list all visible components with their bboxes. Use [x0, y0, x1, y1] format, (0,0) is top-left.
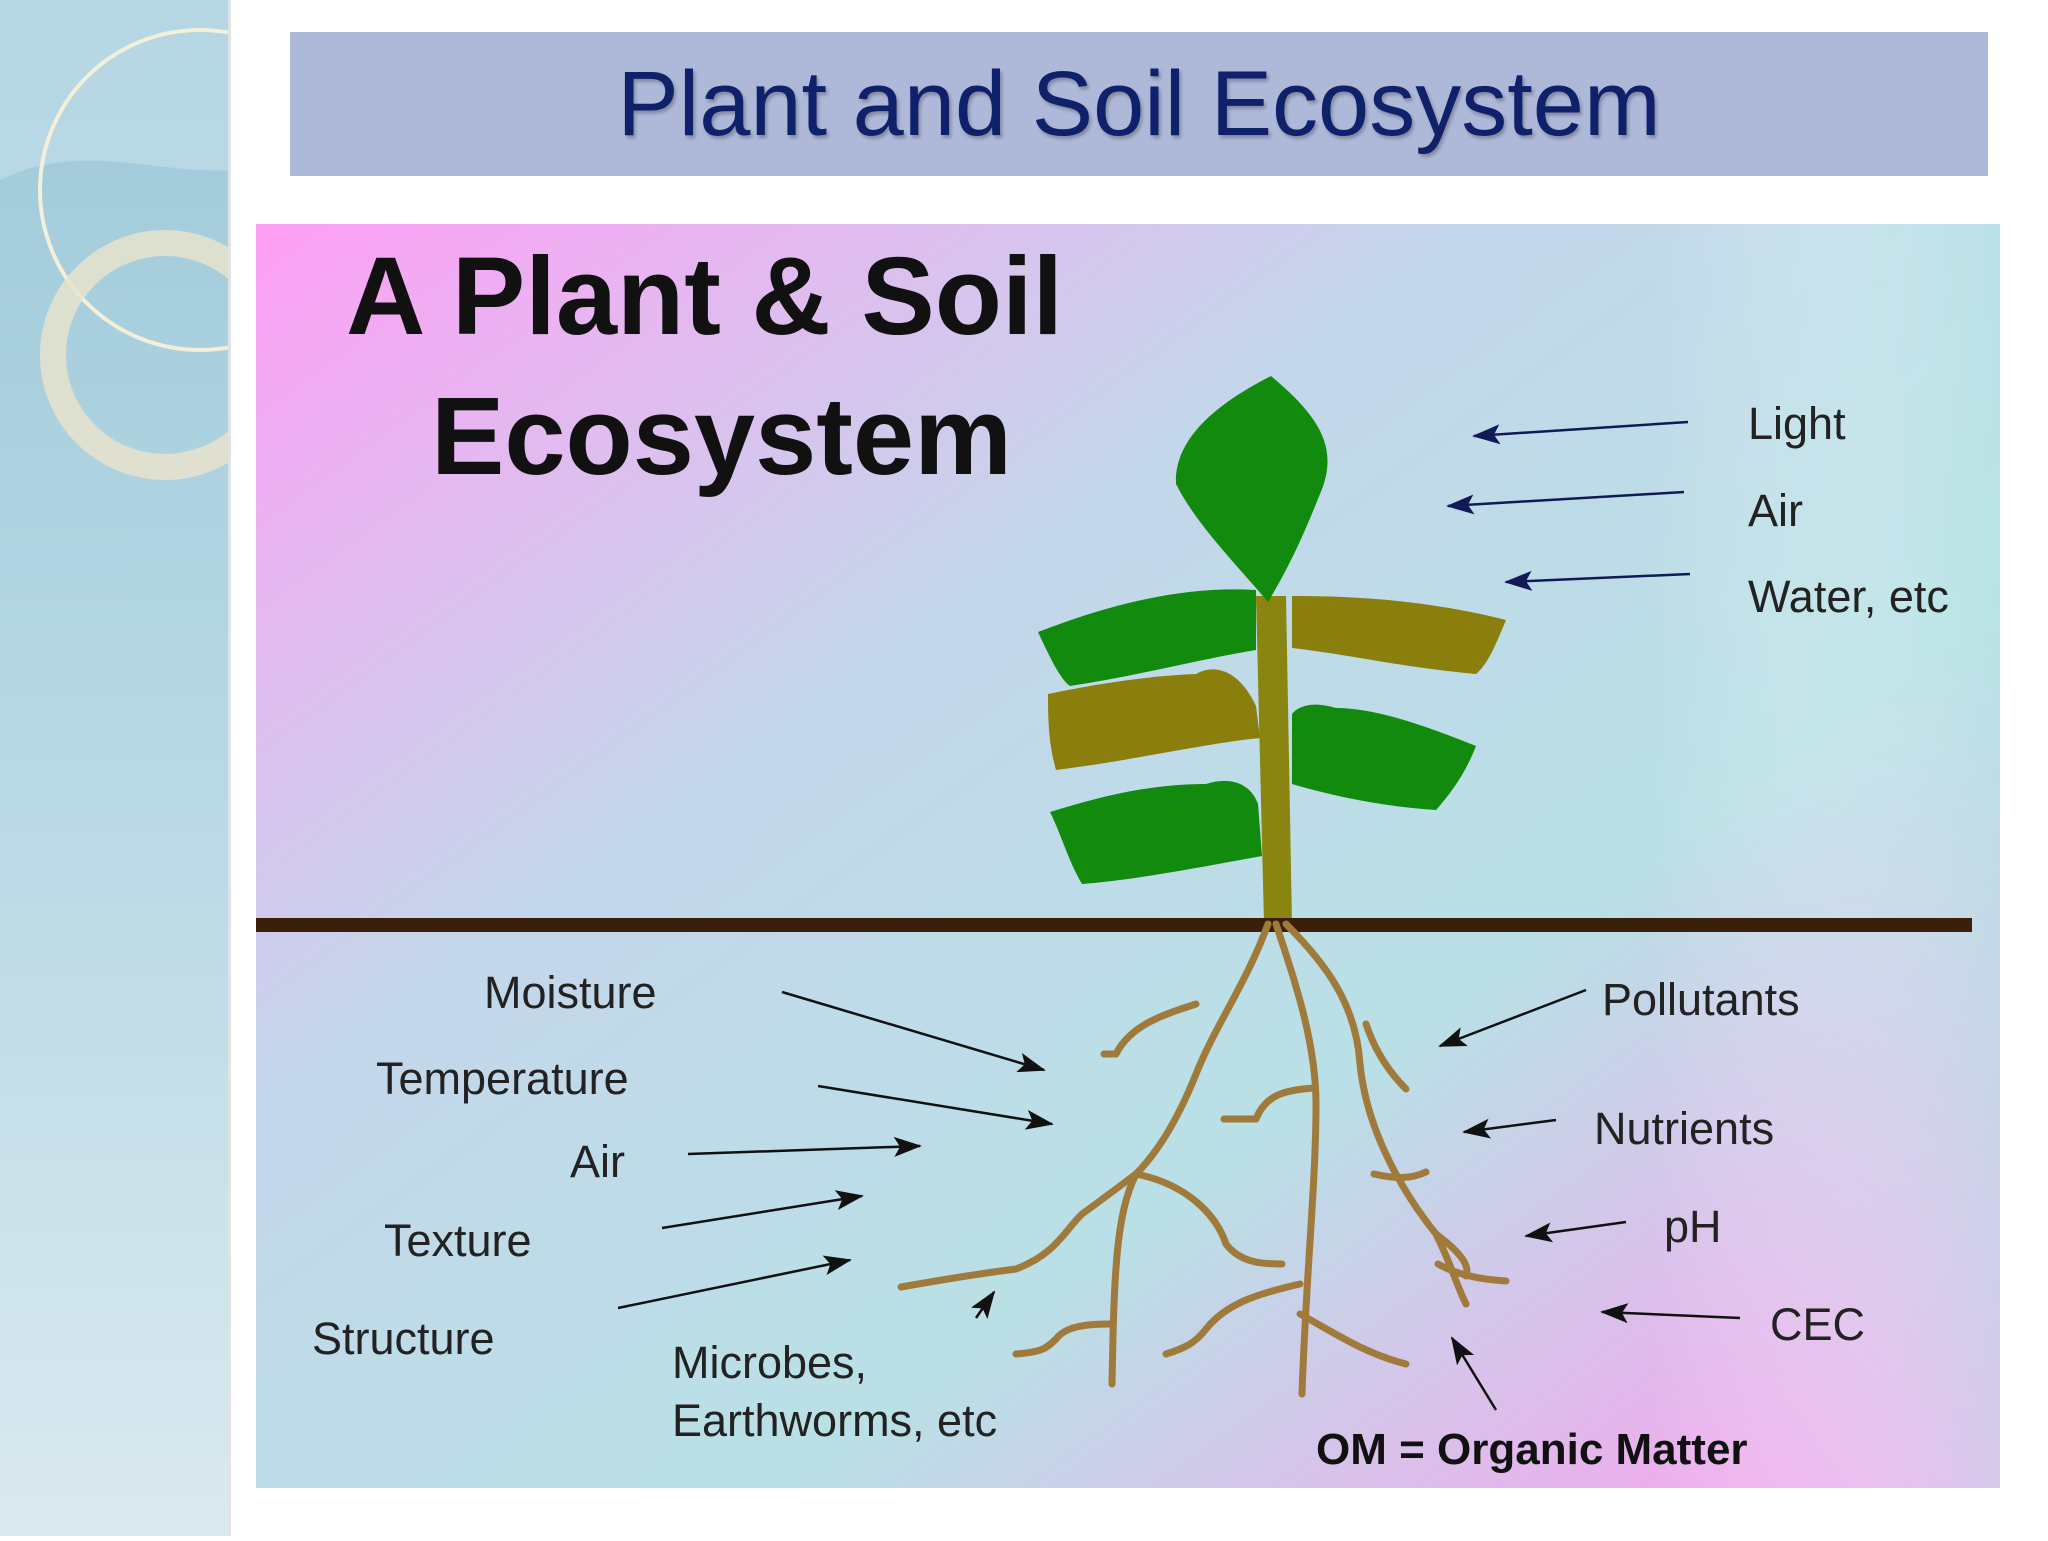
label-light: Light — [1748, 398, 1846, 449]
arrow-structure — [617, 1255, 852, 1310]
arrow-organic-matter — [1450, 1336, 1498, 1411]
plant-roots — [897, 920, 1510, 1398]
ground-line — [256, 918, 1972, 932]
arrow-air-soil — [687, 1136, 922, 1157]
label-structure: Structure — [312, 1313, 495, 1364]
leaf-left-middle — [1048, 669, 1260, 770]
label-water: Water, etc — [1748, 571, 1949, 622]
arrow-nutrients — [1462, 1118, 1557, 1139]
arrow-light — [1472, 420, 1689, 445]
label-earthworms: Earthworms, etc — [672, 1395, 997, 1446]
decorative-sidebar — [0, 0, 362, 1536]
decorative-rings — [0, 0, 362, 480]
label-air-above: Air — [1748, 485, 1803, 536]
leaf-left-upper — [1038, 589, 1256, 686]
leaf-right-lower — [1292, 704, 1476, 810]
arrow-water — [1504, 570, 1691, 591]
plant-illustration — [1038, 376, 1506, 924]
leaf-top — [1175, 376, 1328, 602]
arrow-pollutants — [1438, 988, 1587, 1048]
label-ph: pH — [1664, 1201, 1722, 1252]
arrow-microbes — [970, 1290, 996, 1320]
label-organic-matter: OM = Organic Matter — [1316, 1425, 1748, 1474]
diagram-heading-line1: A Plant & Soil — [346, 235, 1063, 358]
label-air-soil: Air — [570, 1136, 625, 1187]
arrow-texture — [661, 1190, 864, 1230]
leaf-left-lower — [1050, 780, 1262, 884]
arrow-air-above — [1446, 490, 1685, 515]
diagram-heading-line2: Ecosystem — [431, 375, 1012, 498]
plant-stem — [1256, 596, 1292, 924]
label-moisture: Moisture — [484, 967, 657, 1018]
arrow-ph — [1524, 1220, 1627, 1243]
label-pollutants: Pollutants — [1602, 974, 1800, 1025]
arrow-moisture — [781, 990, 1046, 1073]
label-texture: Texture — [384, 1215, 532, 1266]
label-cec: CEC — [1770, 1299, 1865, 1350]
label-temperature: Temperature — [376, 1053, 629, 1104]
leaf-right-upper — [1292, 596, 1506, 674]
title-bar: Plant and Soil Ecosystem — [290, 32, 1988, 176]
label-nutrients: Nutrients — [1594, 1103, 1774, 1154]
plant-soil-diagram: A Plant & Soil Ecosystem — [256, 224, 2000, 1488]
arrow-temperature — [817, 1084, 1054, 1130]
slide-title: Plant and Soil Ecosystem — [617, 52, 1661, 155]
arrow-cec — [1600, 1303, 1741, 1324]
label-microbes: Microbes, — [672, 1337, 867, 1388]
